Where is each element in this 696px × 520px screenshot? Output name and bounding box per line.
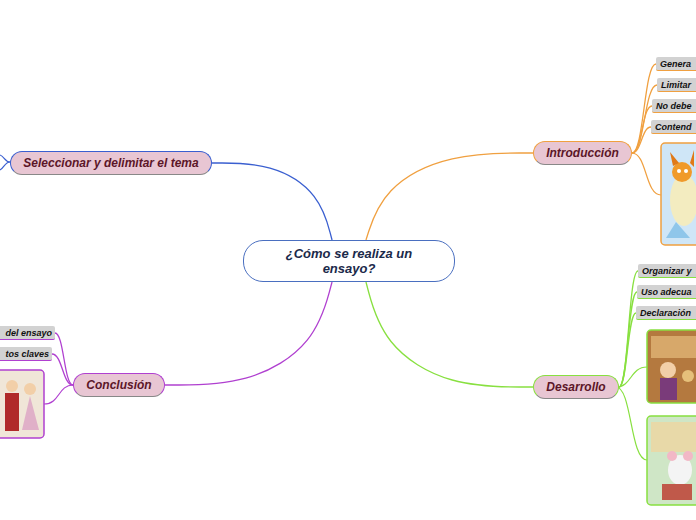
mouse-picture (647, 416, 696, 505)
branch-connector (366, 282, 533, 387)
subtopic-label: Genera (656, 57, 696, 71)
branch-connector (52, 354, 73, 385)
node-text: Desarrollo (546, 380, 605, 394)
node-text: Genera (660, 59, 691, 69)
branch-connector (619, 313, 636, 387)
branch-line (0, 155, 10, 162)
subtopic-label: Declaración (636, 306, 696, 320)
couple-picture (0, 370, 44, 438)
branch-line (616, 367, 647, 387)
subtopic-label: Uso adecua (637, 285, 696, 299)
node-text: Seleccionar y delimitar el tema (23, 156, 198, 170)
node-text: tos claves (5, 349, 49, 359)
node-text: Conclusión (86, 378, 151, 392)
branch-connector (632, 85, 657, 153)
subtopic-label: Limitar (657, 78, 696, 92)
subtopic-label: tos claves (0, 347, 52, 361)
branch-connector (366, 153, 533, 240)
branch-connector (619, 292, 637, 387)
branch-connector (212, 163, 332, 240)
central-topic: ¿Cómo se realiza un ensayo? (243, 240, 455, 282)
subtopic-label: Contend (651, 120, 696, 134)
node-text: Introducción (546, 146, 619, 160)
node-text: Limitar (661, 80, 691, 90)
node-text: ¿Cómo se realiza un ensayo? (274, 246, 424, 276)
branch-connector (632, 127, 651, 153)
node-text: Declaración (640, 308, 691, 318)
node-text: Contend (655, 122, 692, 132)
node-text: Uso adecua (641, 287, 692, 297)
node-text: del ensayo (5, 328, 52, 338)
branch-connector (632, 106, 652, 153)
subtopic-label: No debe (652, 99, 696, 113)
branch-line (0, 162, 10, 170)
main-topic: Seleccionar y delimitar el tema (10, 151, 212, 175)
main-topic: Desarrollo (533, 375, 619, 399)
branch-line (44, 385, 73, 404)
node-text: Organizar y (642, 266, 692, 276)
branch-line (616, 387, 647, 460)
room-picture (647, 330, 696, 403)
branch-line (632, 153, 661, 195)
main-topic: Conclusión (73, 373, 165, 397)
subtopic-label: Organizar y (638, 264, 696, 278)
node-text: No debe (656, 101, 692, 111)
branch-connector (619, 271, 638, 387)
fox-picture (661, 143, 696, 245)
branch-connector (165, 282, 332, 385)
subtopic-label: del ensayo (0, 326, 55, 340)
main-topic: Introducción (533, 141, 632, 165)
